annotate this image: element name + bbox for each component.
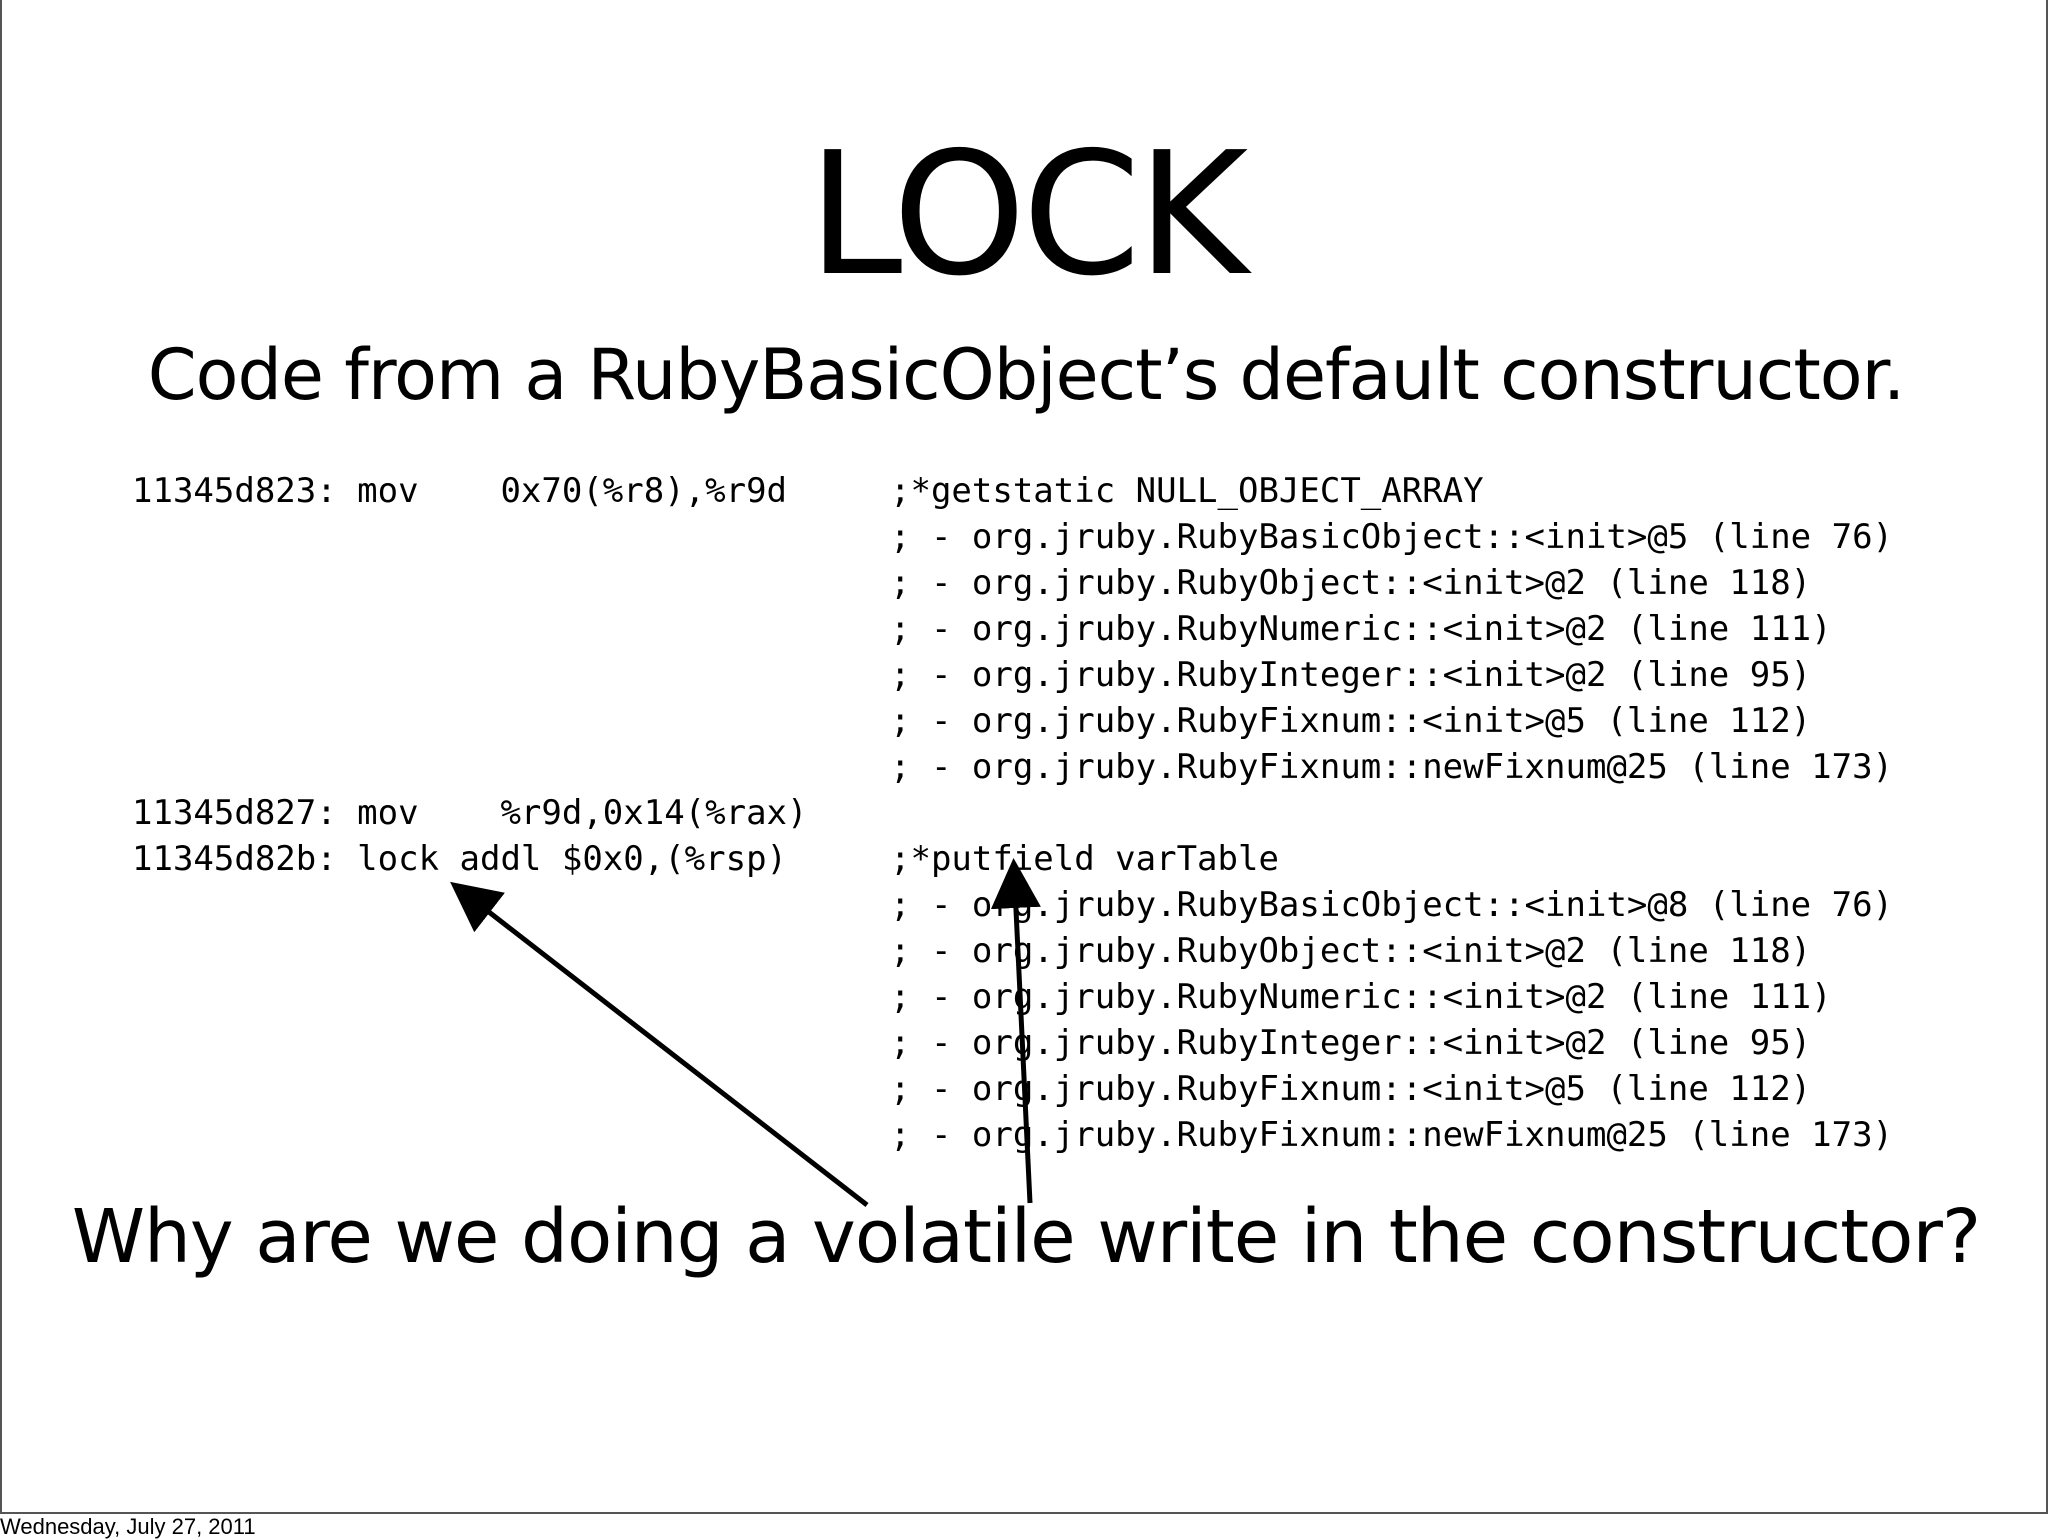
slide-subtitle: Code from a RubyBasicObject’s default co… [147,334,1905,416]
comment-putfield: ;*putfield varTable [890,839,1279,879]
comment-line: ; - org.jruby.RubyFixnum::<init>@5 (line… [890,1069,1812,1109]
comment-line: ; - org.jruby.RubyFixnum::newFixnum@25 (… [890,747,1894,787]
comment-line: ; - org.jruby.RubyInteger::<init>@2 (lin… [890,1023,1812,1063]
arrow-to-lock-instruction [450,881,869,1207]
comment-line: ; - org.jruby.RubyFixnum::newFixnum@25 (… [890,1115,1894,1155]
comment-getstatic: ;*getstatic NULL_OBJECT_ARRAY [890,471,1484,511]
comment-line: ; - org.jruby.RubyObject::<init>@2 (line… [890,563,1812,603]
comment-line: ; - org.jruby.RubyNumeric::<init>@2 (lin… [890,977,1832,1017]
comment-line: ; - org.jruby.RubyFixnum::<init>@5 (line… [890,701,1812,741]
comment-line: ; - org.jruby.RubyObject::<init>@2 (line… [890,931,1812,971]
asm-line-3: 11345d82b: lock addl $0x0,(%rsp) [132,839,788,879]
date-footer: Wednesday, July 27, 2011 [0,1514,256,1539]
question-text: Why are we doing a volatile write in the… [71,1194,1981,1280]
comment-line: ; - org.jruby.RubyInteger::<init>@2 (lin… [890,655,1812,695]
comment-line: ; - org.jruby.RubyBasicObject::<init>@8 … [890,885,1894,925]
slide-title: LOCK [807,116,1249,314]
asm-line-1: 11345d823: mov 0x70(%r8),%r9d [132,471,788,511]
comment-line: ; - org.jruby.RubyNumeric::<init>@2 (lin… [890,609,1832,649]
asm-line-2: 11345d827: mov %r9d,0x14(%rax) [132,793,808,833]
comment-line: ; - org.jruby.RubyBasicObject::<init>@5 … [890,517,1894,557]
